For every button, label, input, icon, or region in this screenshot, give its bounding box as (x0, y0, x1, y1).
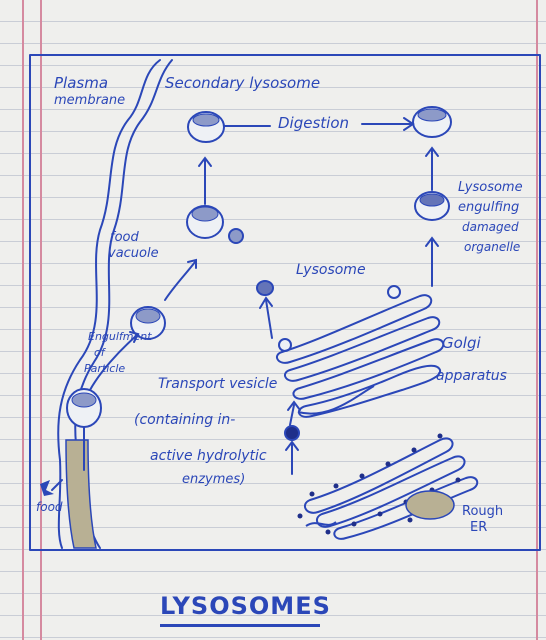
golgi-bud-vesicle-2 (387, 285, 401, 299)
er-vesicle (405, 490, 455, 520)
label-engulfment-2: of (94, 346, 105, 359)
label-golgi-2: apparatus (436, 368, 507, 384)
ribosomes (297, 433, 461, 535)
digestion-vesicle-contents (417, 108, 447, 122)
label-engulfment-1: Engulfment (88, 330, 152, 343)
margin-line-inner (40, 0, 42, 640)
food-particle-icon (40, 480, 54, 496)
label-engulfment-3: Particle (84, 362, 126, 375)
label-plasma: Plasma (54, 74, 109, 92)
title-underline (160, 624, 320, 627)
transport-vesicle (284, 425, 300, 441)
label-golgi-1: Golgi (442, 334, 481, 352)
rough-er (303, 437, 479, 540)
golgi-apparatus (275, 294, 445, 418)
label-containing: (containing in- (134, 412, 236, 428)
lysosome-vesicle (256, 280, 274, 296)
label-food-vacuole-2: vacuole (108, 246, 159, 261)
label-digestion: Digestion (278, 114, 350, 132)
page-title: LYSOSOMES (160, 592, 331, 620)
label-rough-1: Rough (462, 504, 504, 519)
food-column (65, 439, 97, 549)
diagram-frame (29, 54, 541, 551)
label-active-hydrolytic: active hydrolytic (150, 448, 267, 464)
label-enzymes: enzymes) (182, 472, 246, 487)
plasma-membrane-outer (57, 59, 161, 549)
label-lysosome-engulfing-2: engulfing (458, 200, 520, 215)
label-lysosome: Lysosome (296, 262, 366, 278)
margin-line-right (536, 0, 538, 640)
label-food: food (36, 500, 63, 514)
margin-line-left (22, 0, 24, 640)
fusing-vacuole-contents (191, 206, 219, 222)
autophagy-vesicle-contents (419, 193, 445, 207)
label-membrane: membrane (54, 93, 126, 108)
secondary-lysosome-contents (192, 113, 220, 127)
label-lysosome-engulfing-1: Lysosome (458, 180, 523, 195)
label-rough-2: ER (470, 520, 488, 535)
label-transport-vesicle: Transport vesicle (158, 376, 278, 392)
label-lysosome-engulfing-3: damaged (462, 220, 519, 234)
engulfed-particle-contents (71, 392, 97, 408)
pathway-arrows (51, 117, 439, 491)
label-lysosome-engulfing-4: organelle (464, 240, 521, 254)
label-secondary-lysosome: Secondary lysosome (165, 74, 321, 92)
fusing-lysosome (228, 228, 244, 244)
food-vacuole-contents (135, 308, 161, 324)
label-food-vacuole-1: food (110, 230, 139, 245)
plasma-membrane-inner (74, 59, 173, 549)
